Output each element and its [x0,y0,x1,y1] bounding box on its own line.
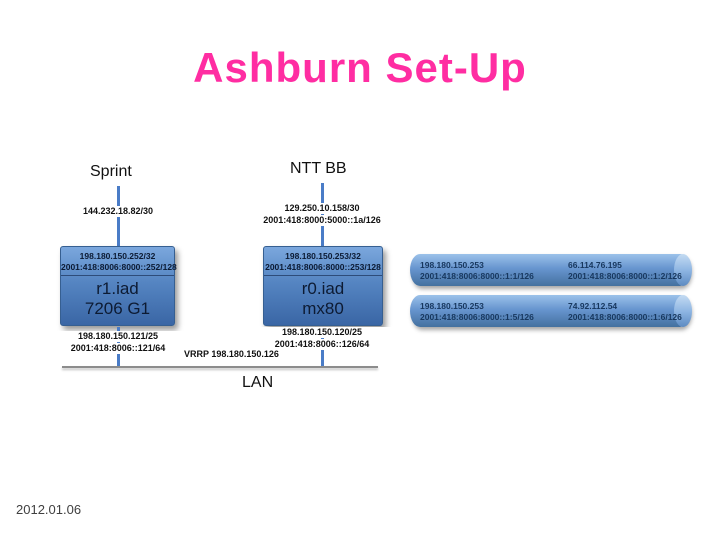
tunnel-2-local-v4: 198.180.150.253 [420,301,484,311]
tunnel-1-cylinder: 198.180.150.253 2001:418:8006:8000::1:1/… [410,254,692,286]
tunnel-1-end-cap [674,254,692,286]
ntt-uplink-line [321,183,324,246]
sprint-uplink-ip: 144.232.18.82/30 [48,206,188,217]
router-r1-loopback-v6: 2001:418:8006:8000::252/128 [61,261,177,272]
router-r1-loopback-v4: 198.180.150.252/32 [79,251,156,261]
lan-segment-line [62,366,378,368]
slide-date: 2012.01.06 [16,502,82,517]
tunnel-2-local: 198.180.150.253 2001:418:8006:8000::1:5/… [420,301,534,324]
tunnel-2-cylinder: 198.180.150.253 2001:418:8006:8000::1:5/… [410,295,692,327]
router-r1-model: 7206 G1 [84,299,151,319]
ntt-label: NTT BB [290,160,347,177]
tunnel-1-local-v4: 198.180.150.253 [420,260,484,270]
vrrp-label: VRRP 198.180.150.126 [184,349,279,359]
ntt-uplink-ipv4: 129.250.10.158/30 [252,203,392,214]
tunnel-2-remote-v4: 74.92.112.54 [568,301,618,311]
tunnel-1-remote-v4: 66.114.76.195 [568,260,622,270]
router-r1-box: 198.180.150.252/32 2001:418:8006:8000::2… [60,246,177,326]
tunnel-2-end-cap [674,295,692,327]
tunnel-2-remote: 74.92.112.54 2001:418:8006:8000::1:6/126 [568,301,682,324]
tunnel-1-local: 198.180.150.253 2001:418:8006:8000::1:1/… [420,260,534,283]
router-r0-model: mx80 [302,299,344,319]
ntt-uplink-ipv6: 2001:418:8000:5000::1a/126 [240,215,404,226]
r0-lan-ipv6: 2001:418:8006::126/64 [252,339,392,350]
page-title: Ashburn Set-Up [193,44,527,91]
r0-lan-ipv4: 198.180.150.120/25 [252,327,392,338]
router-r1-name: r1.iad [96,279,139,299]
tunnel-2-local-v6: 2001:418:8006:8000::1:5/126 [420,312,534,323]
tunnel-1-local-v6: 2001:418:8006:8000::1:1/126 [420,271,534,282]
lan-label: LAN [242,374,274,391]
router-r0-name: r0.iad [301,279,345,299]
tunnel-1-remote: 66.114.76.195 2001:418:8006:8000::1:2/12… [568,260,682,283]
sprint-label: Sprint [90,163,132,180]
router-r0-loopback-v6: 2001:418:8006:8000::253/128 [265,261,381,272]
r1-lan-ipv4: 198.180.150.121/25 [48,331,188,342]
r1-lan-ipv6: 2001:418:8006::121/64 [48,343,188,354]
router-r0-box: 198.180.150.253/32 2001:418:8006:8000::2… [263,246,383,326]
tunnel-2-remote-v6: 2001:418:8006:8000::1:6/126 [568,312,682,323]
tunnel-1-remote-v6: 2001:418:8006:8000::1:2/126 [568,271,682,282]
router-r0-header: 198.180.150.253/32 2001:418:8006:8000::2… [264,247,382,277]
router-r0-loopback-v4: 198.180.150.253/32 [285,251,361,261]
router-r1-header: 198.180.150.252/32 2001:418:8006:8000::2… [61,247,177,277]
